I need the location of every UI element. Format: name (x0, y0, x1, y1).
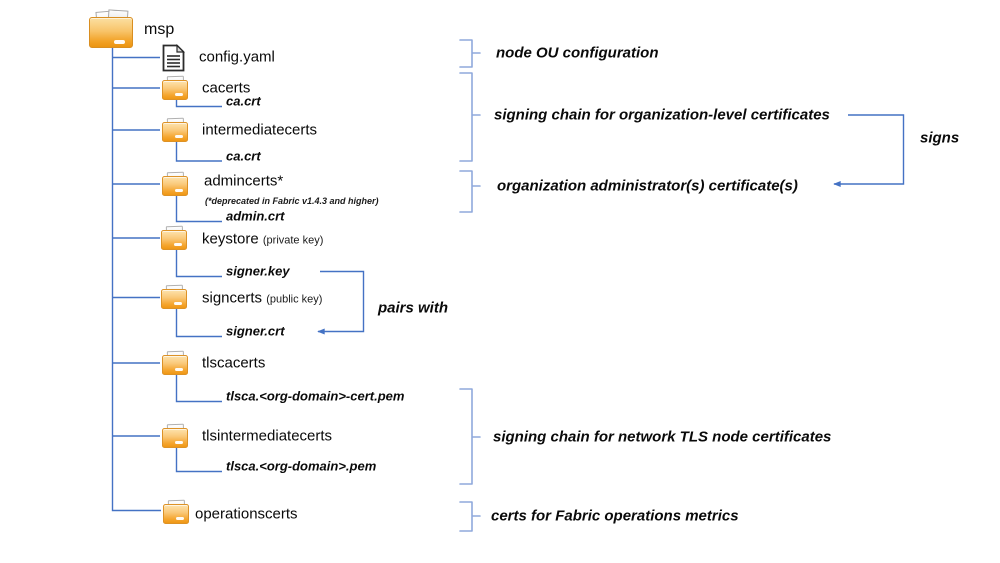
file-label-admincerts: admin.crt (226, 208, 285, 224)
tlsintermediatecerts-file-line (175, 448, 222, 473)
tlscacerts-file-line (175, 375, 222, 403)
folder-icon-tlscacerts (162, 350, 188, 375)
signcerts-sublabel: (public key) (266, 293, 323, 306)
file-label-tlscacerts: tlsca.<org-domain>-cert.pem (226, 388, 405, 404)
pairs-with-arrow (317, 270, 365, 335)
msp-root-label: msp (144, 21, 175, 38)
signs-arrow (833, 114, 905, 187)
folder-icon-admincerts (162, 171, 188, 196)
file-label-cacerts: ca.crt (226, 93, 261, 109)
annotation-admin-cert: organization administrator(s) certificat… (497, 177, 798, 195)
keystore-label-text: keystore (202, 230, 259, 248)
item-label-admincerts: admincerts* (204, 172, 284, 190)
folder-icon-operationscerts (163, 499, 189, 524)
annotation-org-chain: signing chain for organization-level cer… (494, 106, 830, 124)
tree-trunk-line (111, 48, 161, 512)
annotation-tls-chain: signing chain for network TLS node certi… (493, 428, 832, 446)
annotation-pairs-with: pairs with (378, 299, 449, 317)
intermediatecerts-file-line (175, 142, 222, 162)
file-label-tlsintermediatecerts: tlsca.<org-domain>.pem (226, 458, 377, 474)
folder-icon-cacerts (162, 75, 188, 100)
folder-icon-intermediatecerts (162, 117, 188, 142)
signcerts-file-line (175, 309, 222, 338)
item-label-cacerts: cacerts (202, 79, 251, 97)
item-label-operationscerts: operationscerts (195, 505, 298, 523)
signcerts-label-text: signcerts (202, 289, 263, 307)
folder-icon-keystore (161, 225, 187, 250)
folder-icon-signcerts (161, 284, 187, 309)
document-icon (162, 44, 185, 72)
annotation-ops-certs: certs for Fabric operations metrics (491, 507, 739, 525)
file-label-keystore: signer.key (226, 263, 290, 279)
item-label-tlsintermediatecerts: tlsintermediatecerts (202, 427, 333, 445)
annotation-node-ou: node OU configuration (496, 44, 659, 62)
annotation-signs: signs (920, 129, 960, 147)
brace-tls-chain (459, 388, 481, 485)
cacerts-file-line (175, 100, 222, 108)
keystore-file-line (175, 250, 222, 278)
item-label-intermediatecerts: intermediatecerts (202, 121, 318, 139)
folder-icon-tlsintermediatecerts (162, 423, 188, 448)
item-label-signcerts: signcerts (public key) (202, 291, 322, 306)
file-label-signcerts: signer.crt (226, 323, 285, 339)
msp-open-folder-icon (88, 9, 134, 48)
brace-node-ou (459, 39, 481, 68)
admincerts-deprecated-note: (*deprecated in Fabric v1.4.3 and higher… (205, 196, 379, 206)
item-label-config: config.yaml (199, 48, 275, 66)
item-label-keystore: keystore (private key) (202, 232, 323, 247)
brace-admin-cert (459, 170, 481, 213)
brace-org-chain (459, 72, 481, 162)
brace-ops-certs (459, 501, 481, 532)
item-label-tlscacerts: tlscacerts (202, 354, 266, 372)
keystore-sublabel: (private key) (262, 234, 324, 247)
file-label-intermediatecerts: ca.crt (226, 148, 261, 164)
